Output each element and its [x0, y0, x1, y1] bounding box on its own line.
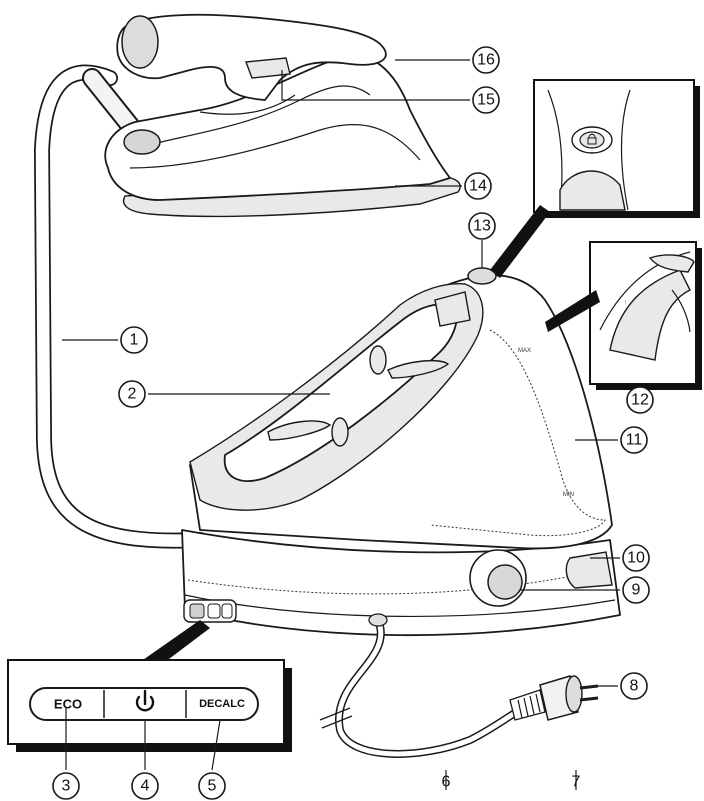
tank-detail-inset: ↑ [545, 241, 702, 390]
callout-1: 1 [120, 326, 148, 354]
callout-11: 11 [620, 426, 648, 454]
supply-hose [33, 64, 208, 549]
mains-plug [509, 675, 599, 721]
callout-15: 15 [472, 86, 500, 114]
svg-text:6: 6 [442, 774, 451, 791]
tank-min-mark: MIN [563, 492, 574, 498]
callout-4: 4 [131, 772, 159, 800]
callout-14: 14 [464, 172, 492, 200]
callout-7: 7 [572, 774, 581, 791]
callout-5: 5 [198, 772, 226, 800]
callout-10: 10 [622, 544, 650, 572]
eco-button[interactable]: ECO [54, 697, 82, 712]
control-panel-inset: ECO DECALC [7, 620, 292, 752]
decalc-button[interactable]: DECALC [199, 698, 245, 710]
svg-text:12: 12 [631, 392, 649, 409]
svg-text:14: 14 [469, 178, 487, 195]
svg-text:11: 11 [626, 432, 643, 449]
svg-text:10: 10 [627, 550, 645, 567]
callout-16: 16 [472, 46, 500, 74]
lock-icon [579, 131, 605, 149]
svg-text:13: 13 [473, 218, 491, 235]
lock-detail-inset [490, 79, 700, 278]
svg-text:↑: ↑ [624, 300, 627, 306]
tank-max-mark: MAX [518, 348, 531, 354]
svg-text:16: 16 [477, 52, 495, 69]
svg-text:9: 9 [632, 582, 641, 599]
steam-trigger [245, 57, 291, 79]
svg-text:15: 15 [477, 92, 495, 109]
iron-handle [116, 13, 387, 101]
callout-9: 9 [622, 576, 650, 604]
svg-text:1: 1 [130, 332, 139, 349]
svg-text:5: 5 [208, 778, 217, 795]
svg-text:3: 3 [62, 778, 71, 795]
base-side-cap [565, 551, 613, 589]
callout-12: 12 [626, 386, 654, 414]
svg-text:8: 8 [630, 678, 639, 695]
svg-text:7: 7 [572, 774, 581, 791]
leader-lines [62, 59, 620, 790]
svg-text:2: 2 [128, 386, 137, 403]
callout-8: 8 [620, 672, 648, 700]
iron-body [104, 54, 451, 201]
steam-iron [104, 13, 461, 218]
callout-3: 3 [52, 772, 80, 800]
callout-6: 6 [442, 774, 451, 791]
callout-13: 13 [468, 212, 496, 240]
power-icon[interactable] [135, 689, 155, 712]
mains-cord [319, 613, 599, 758]
water-tank [429, 329, 606, 537]
callout-2: 2 [118, 380, 146, 408]
svg-text:4: 4 [141, 778, 150, 795]
tank-knob[interactable] [487, 564, 523, 600]
steam-generator-base: MAX MIN [181, 267, 621, 637]
